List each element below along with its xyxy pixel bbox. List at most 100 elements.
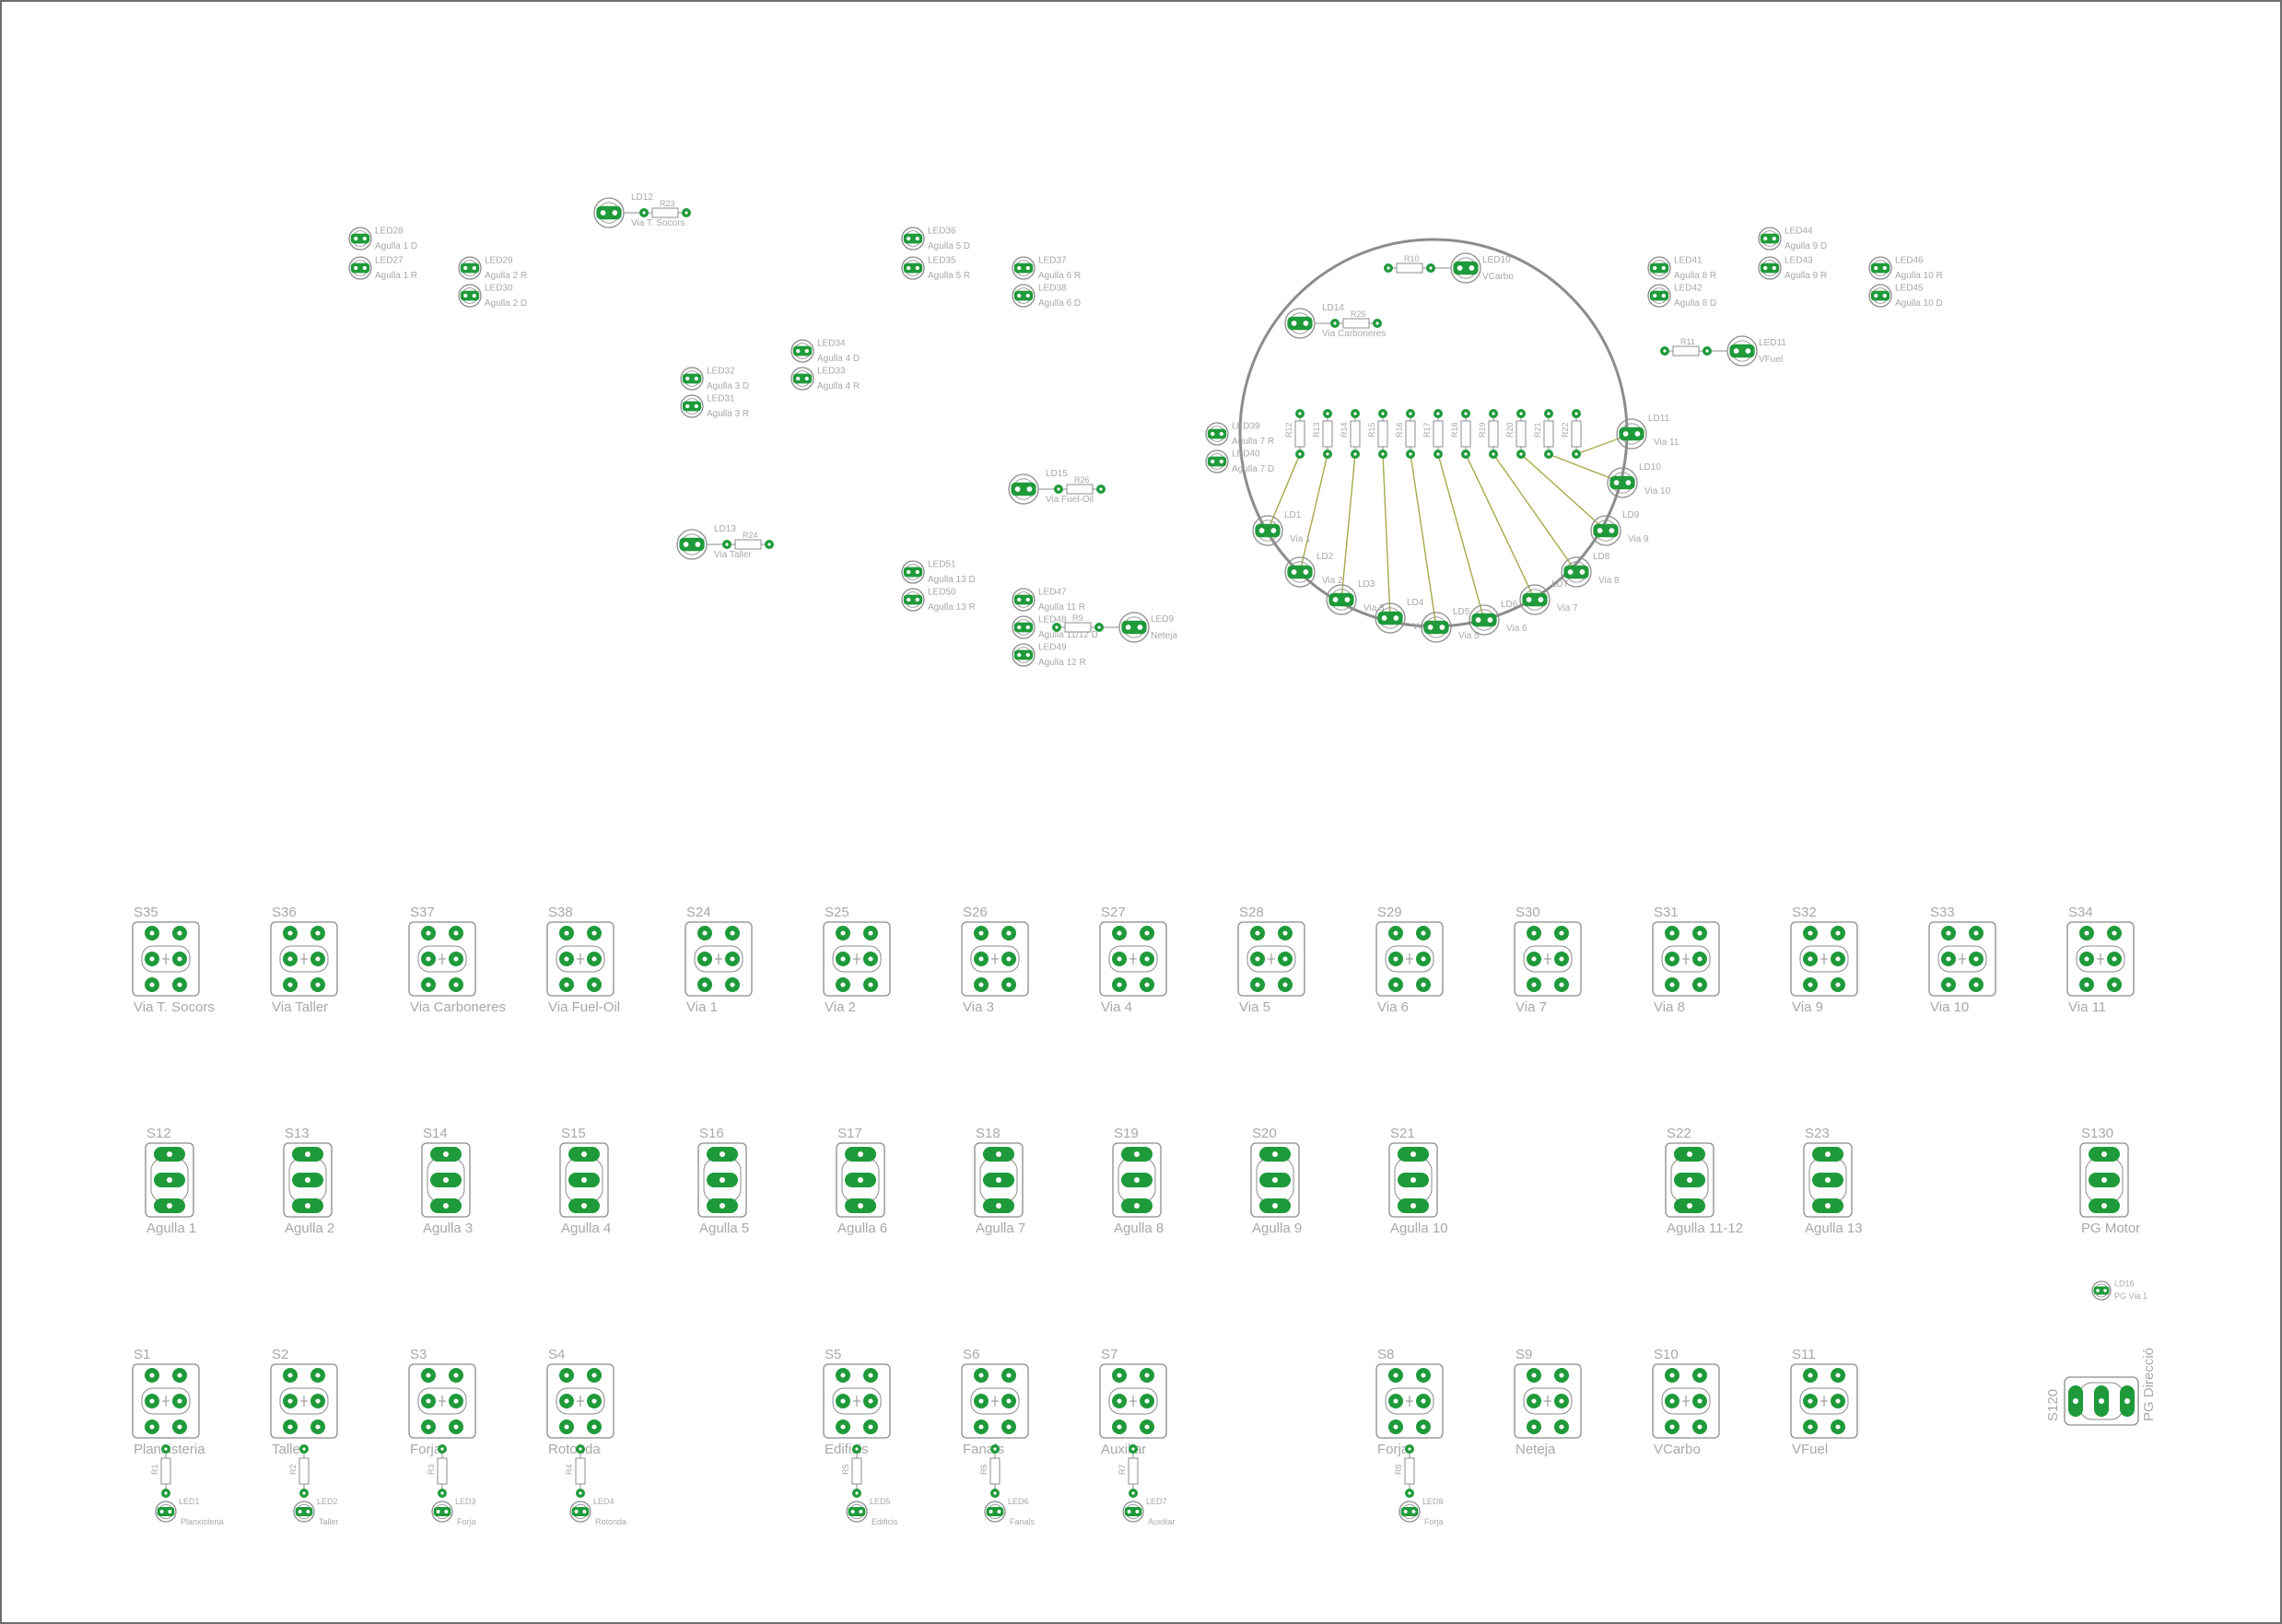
led-ref: LD15: [1046, 469, 1068, 479]
switch-pad-hole: [2101, 1151, 2107, 1157]
switch-label: Agulla 11-12: [1667, 1221, 1743, 1236]
switch-ref: S22: [1667, 1126, 1691, 1141]
led-ref: LED35: [928, 256, 956, 266]
pad-hole: [978, 1398, 984, 1404]
pad-hole: [1559, 956, 1564, 962]
pad-hole: [840, 982, 846, 987]
pad-hole: [1117, 982, 1122, 987]
led-ref: LED31: [707, 394, 735, 404]
led-pad-hole: [1874, 265, 1878, 271]
switch-label: Via 5: [1239, 999, 1270, 1015]
led-ld15: [1008, 473, 1039, 505]
led-pad-hole: [1303, 321, 1309, 326]
led-pad-hole: [1403, 1510, 1408, 1513]
switch-pad-hole: [1134, 1177, 1140, 1183]
pad-hole: [2112, 982, 2117, 987]
resistor-body: [1433, 420, 1444, 448]
pad-hole: [1421, 1373, 1426, 1378]
switch-label: Via 2: [825, 999, 856, 1015]
switch-label: VCarbo: [1654, 1442, 1701, 1457]
led-label: Agulla 11/12 D: [1038, 630, 1098, 640]
led-outline: [901, 227, 925, 251]
led-label: Via 1: [1290, 534, 1311, 544]
switch-label: PG Direcció: [2141, 1348, 2157, 1421]
switch-ref: S27: [1101, 905, 1126, 920]
pad-hole: [177, 956, 182, 962]
pad-hole: [177, 1424, 182, 1430]
led-label: Agulla 7 D: [1232, 464, 1274, 474]
led-pad-hole: [1291, 569, 1297, 575]
led-pad-hole: [694, 403, 698, 409]
switch-outline: [685, 921, 753, 997]
switch-lever-outline: [1385, 1387, 1434, 1415]
switch-pad-hole: [1687, 1151, 1692, 1157]
switch-label: PG Motor: [2081, 1221, 2140, 1236]
led-pad-hole: [907, 265, 911, 271]
switch-lever-outline: [1799, 945, 1849, 973]
pad-hole: [149, 930, 155, 936]
switch-ref: S130: [2081, 1126, 2113, 1141]
resistor-ref: R1: [150, 1464, 159, 1475]
switch-pad-hole: [2124, 1398, 2130, 1404]
pad-hole: [1492, 452, 1495, 456]
led-pad: [1255, 523, 1281, 538]
switch-outline: [421, 1142, 471, 1218]
resistor-ref: R19: [1478, 422, 1487, 438]
led-pad-hole: [1526, 597, 1532, 602]
switch-pad-hole: [720, 1177, 725, 1183]
led-outline: [1205, 422, 1229, 446]
led-pad-hole: [1270, 528, 1277, 533]
switch-ref: S32: [1792, 905, 1817, 920]
led-pad-hole: [362, 236, 367, 241]
pad-hole: [591, 930, 597, 936]
resistor: R20: [1505, 409, 1527, 459]
led-pad: [571, 1507, 590, 1516]
switch-outline: [2066, 921, 2135, 997]
pad-hole: [315, 1373, 321, 1378]
pad-hole: [868, 956, 873, 962]
led-pad: [350, 233, 370, 244]
resistor-body: [1377, 420, 1388, 448]
switch-ref: S30: [1515, 905, 1540, 920]
led-pad: [1013, 649, 1034, 660]
resistor: R26: [1054, 475, 1106, 495]
resistor: R15: [1367, 409, 1388, 459]
pad-hole: [2112, 930, 2117, 936]
led-pad: [1729, 344, 1755, 358]
pad-hole: [1669, 1373, 1675, 1378]
switch-outline: [1665, 1142, 1714, 1218]
led-pad: [903, 594, 923, 605]
resistor-body: [1543, 420, 1554, 448]
led-led10: [1450, 252, 1481, 284]
pad-hole: [1429, 266, 1433, 270]
pad-hole: [1333, 321, 1337, 325]
led-outline: [458, 256, 482, 280]
switch-pad-hole: [1272, 1203, 1278, 1209]
resistor: R24: [722, 531, 774, 550]
led-ref: LED49: [1038, 643, 1067, 653]
led-label: Via Fuel-Oil: [1046, 495, 1094, 505]
led-led9: [1118, 612, 1150, 643]
switch-lever-outline: [1385, 945, 1434, 973]
led-label: Edificis: [872, 1517, 898, 1526]
switch-lever-outline: [1246, 945, 1296, 973]
resistor: R2: [288, 1444, 310, 1498]
resistor-body: [1460, 420, 1471, 448]
pad-hole: [1697, 982, 1703, 987]
led-pad-hole: [804, 348, 809, 354]
